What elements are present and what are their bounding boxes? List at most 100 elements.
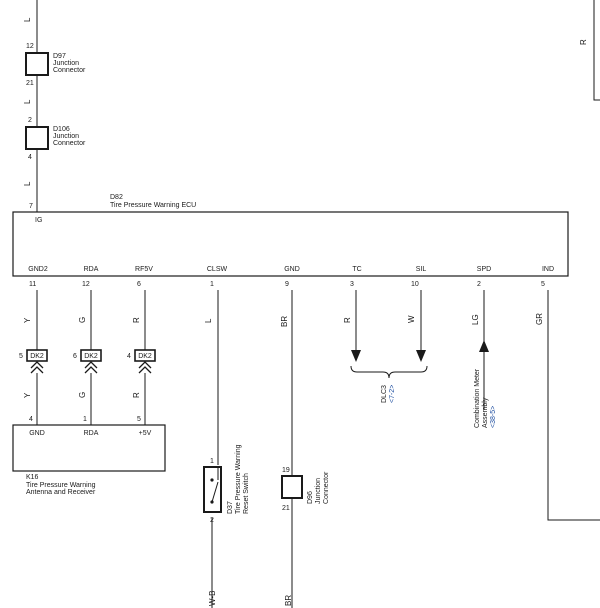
d97-box xyxy=(25,52,49,76)
ecu-d82: 7 D82 Tire Pressure Warning ECU IG GND2 … xyxy=(12,194,569,288)
k16-pin-rda: 1 xyxy=(83,416,87,423)
ecu-ig-pin: 7 xyxy=(29,203,33,210)
ecu-terminal-gnd: GND xyxy=(284,266,300,273)
meter-name-2: Assembly xyxy=(482,397,489,428)
spd-arrow xyxy=(479,340,489,352)
wire-color-l-2: L xyxy=(23,99,32,104)
d106-desc-2: Connector xyxy=(53,140,86,147)
ecu-pin-clsw: 1 xyxy=(210,281,214,288)
d37-pin-bottom: 2 xyxy=(210,517,214,524)
meter-ref: <38-5> xyxy=(490,406,497,428)
d106-junction-connector: 2 4 D106 Junction Connector xyxy=(25,117,86,161)
right-wire-color: R xyxy=(579,39,588,45)
wire-color-tc: R xyxy=(343,317,352,323)
dlc3-ref: <7-2> xyxy=(389,385,396,403)
wire-color-gnd-bottom: BR xyxy=(284,595,293,606)
d37-contact-top xyxy=(210,478,214,482)
dk2-code-2: DK2 xyxy=(84,353,98,360)
combination-meter-assembly: Combination Meter Assembly <38-5> xyxy=(474,368,497,428)
d106-pin-bottom: 4 xyxy=(28,154,32,161)
ecu-pin-gnd: 9 xyxy=(285,281,289,288)
ecu-ig-label: IG xyxy=(35,217,42,224)
dk2-box-rda xyxy=(80,349,102,362)
d97-pin-top: 12 xyxy=(26,43,34,50)
ecu-pin-sil: 10 xyxy=(411,281,419,288)
ecu-terminal-ind: IND xyxy=(542,266,554,273)
ecu-pin-rf5v: 6 xyxy=(137,281,141,288)
dk2-box-gnd2 xyxy=(26,349,48,362)
wire-color-rda: G xyxy=(78,317,87,323)
ecu-terminal-sil: SIL xyxy=(416,266,427,273)
k16-terminal-5v: +5V xyxy=(139,430,152,437)
d106-desc-1: Junction xyxy=(53,133,79,140)
dk2-lower-color-2: G xyxy=(78,392,87,398)
ecu-pin-tc: 3 xyxy=(350,281,354,288)
ecu-terminal-spd: SPD xyxy=(477,266,491,273)
k16-box xyxy=(12,424,166,472)
d96-box xyxy=(281,475,303,499)
wire-color-l-3: L xyxy=(23,181,32,186)
wire-color-l-1: L xyxy=(23,17,32,22)
wire-color-ind: GR xyxy=(535,313,544,325)
wire-color-rf5v: R xyxy=(132,317,141,323)
d37-name-2: Reset Switch xyxy=(243,473,250,514)
ecu-pin-spd: 2 xyxy=(477,281,481,288)
k16-name-2: Antenna and Receiver xyxy=(26,489,96,496)
d37-box xyxy=(203,466,222,513)
k16-pin-5v: 5 xyxy=(137,416,141,423)
ecu-pin-ind: 5 xyxy=(541,281,545,288)
k16-pin-gnd: 4 xyxy=(29,416,33,423)
d96-pin-bottom: 21 xyxy=(282,505,290,512)
k16-antenna-receiver: 4 1 5 GND RDA +5V K16 Tire Pressure Warn… xyxy=(12,416,166,496)
right-r-wire: R xyxy=(579,0,600,101)
ecu-terminal-gnd2: GND2 xyxy=(28,266,48,273)
ecu-code: D82 xyxy=(110,194,123,201)
d97-desc-2: Connector xyxy=(53,67,86,74)
d37-pin-top: 1 xyxy=(210,458,214,465)
ecu-pin-rda: 12 xyxy=(82,281,90,288)
dlc3-name: DLC3 xyxy=(381,385,388,403)
ecu-terminal-tc: TC xyxy=(352,266,361,273)
ecu-pin-gnd2: 11 xyxy=(29,281,36,288)
d106-box xyxy=(25,126,49,150)
meter-name-1: Combination Meter xyxy=(474,368,481,428)
k16-code: K16 xyxy=(26,474,39,481)
d96-pin-top: 19 xyxy=(282,467,290,474)
dk2-code-3: DK2 xyxy=(138,353,152,360)
tc-arrow xyxy=(351,350,361,362)
dk2-box-rf5v xyxy=(134,349,156,362)
dk2-pin-rf5v: 4 xyxy=(127,353,131,360)
dlc3-connector: DLC3 <7-2> xyxy=(350,365,428,403)
wire-color-sil: W xyxy=(407,315,416,323)
d37-name-1: Tire Pressure Warning xyxy=(235,444,242,514)
d106-pin-top: 2 xyxy=(28,117,32,124)
d106-code: D106 xyxy=(53,126,70,133)
k16-name-1: Tire Pressure Warning xyxy=(26,482,96,489)
d96-desc-2: Connector xyxy=(323,471,330,504)
wire-color-gnd: BR xyxy=(280,316,289,327)
ecu-terminal-rda: RDA xyxy=(84,266,99,273)
ig-feed-wire: L L L xyxy=(23,0,38,212)
ecu-output-wires: Y G R L BR R W LG GR xyxy=(23,290,600,608)
k16-terminal-gnd: GND xyxy=(29,430,45,437)
wire-color-spd: LG xyxy=(471,314,480,325)
wire-color-clsw-bottom: W-B xyxy=(208,591,217,606)
dk2-pin-rda: 6 xyxy=(73,353,77,360)
d96-junction-connector: 19 21 D96 Junction Connector BR xyxy=(281,467,330,606)
ecu-terminal-clsw: CLSW xyxy=(207,266,228,273)
dk2-pin-gnd2: 5 xyxy=(19,353,23,360)
d37-reset-switch: 1 2 D37 Tire Pressure Warning Reset Swit… xyxy=(203,444,250,606)
sil-arrow xyxy=(416,350,426,362)
d37-code: D37 xyxy=(227,501,234,514)
wire-color-clsw: L xyxy=(204,318,213,323)
dk2-code-1: DK2 xyxy=(30,353,44,360)
d97-pin-bottom: 21 xyxy=(26,80,34,87)
d97-junction-connector: 12 21 D97 Junction Connector xyxy=(25,43,86,87)
d97-code: D97 xyxy=(53,53,66,60)
ecu-terminal-rf5v: RF5V xyxy=(135,266,153,273)
ecu-box xyxy=(12,211,569,277)
d96-desc-1: Junction xyxy=(315,478,322,504)
dk2-lower-color-1: Y xyxy=(23,392,32,398)
